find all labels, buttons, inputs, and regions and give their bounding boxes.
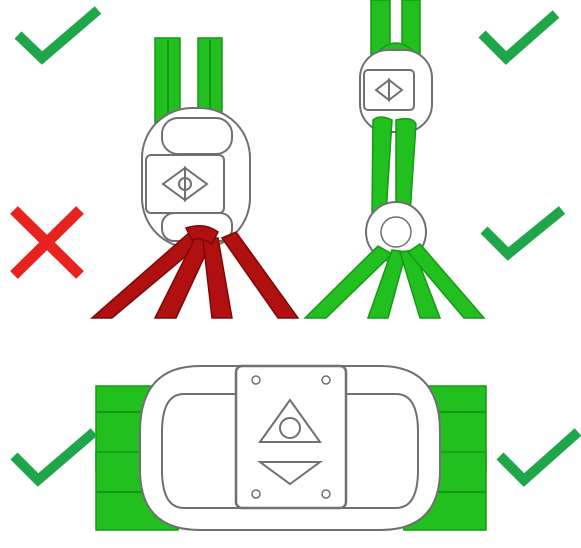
lower-sling-correct bbox=[305, 244, 484, 318]
panel-connector-closeup bbox=[96, 366, 486, 530]
check-mark-bottom-right bbox=[500, 432, 578, 480]
lower-sling-incorrect bbox=[92, 226, 298, 318]
panel-correct-usage-chain bbox=[305, 0, 484, 318]
check-mark-mid-right bbox=[484, 210, 562, 254]
cross-mark-left bbox=[14, 210, 80, 275]
check-mark-top-right bbox=[482, 14, 556, 58]
check-mark-bottom-left bbox=[14, 432, 94, 480]
panel-incorrect-usage bbox=[92, 38, 298, 318]
check-mark-top-left bbox=[18, 10, 98, 58]
large-connector-link bbox=[140, 366, 440, 530]
